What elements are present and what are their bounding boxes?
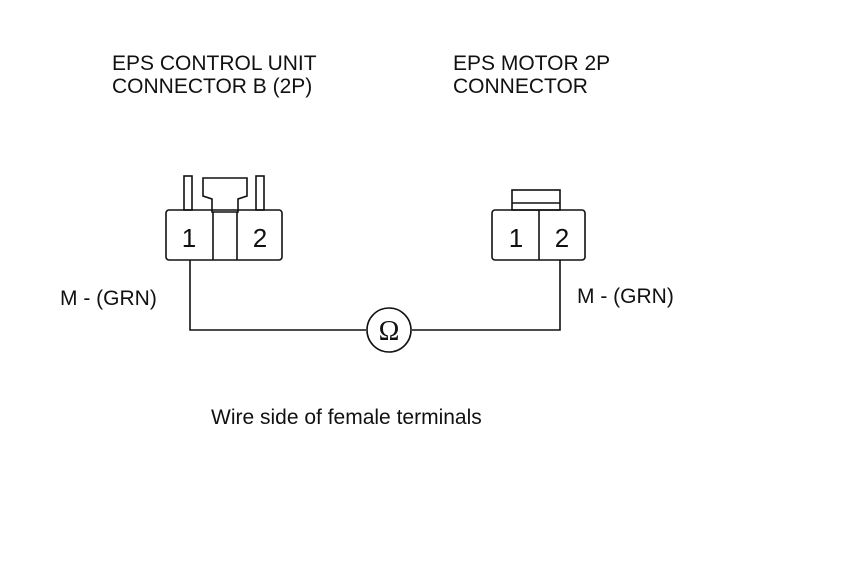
right-connector-title-line2: CONNECTOR — [453, 75, 588, 98]
ohmmeter-circle — [366, 307, 412, 353]
right-wire-label: M - (GRN) — [577, 285, 674, 308]
right-terminal-2: 2 — [555, 223, 569, 253]
right-terminal-1: 1 — [509, 223, 523, 253]
right-connector-icon — [491, 189, 586, 261]
right-connector-title: EPS MOTOR 2P CONNECTOR — [453, 52, 610, 98]
left-connector-title-line1: EPS CONTROL UNIT — [112, 52, 317, 75]
right-connector-title-line1: EPS MOTOR 2P — [453, 52, 611, 75]
caption: Wire side of female terminals — [211, 406, 482, 429]
meter-wire — [189, 260, 561, 331]
left-connector-icon — [165, 175, 283, 261]
left-connector-title: EPS CONTROL UNIT CONNECTOR B (2P) — [112, 52, 317, 98]
left-terminal-2: 2 — [253, 223, 267, 253]
left-connector-title-line2: CONNECTOR B (2P) — [112, 75, 313, 98]
left-wire-label: M - (GRN) — [60, 287, 157, 310]
ohm-symbol: Ω — [379, 316, 400, 347]
left-terminal-1: 1 — [182, 223, 196, 253]
